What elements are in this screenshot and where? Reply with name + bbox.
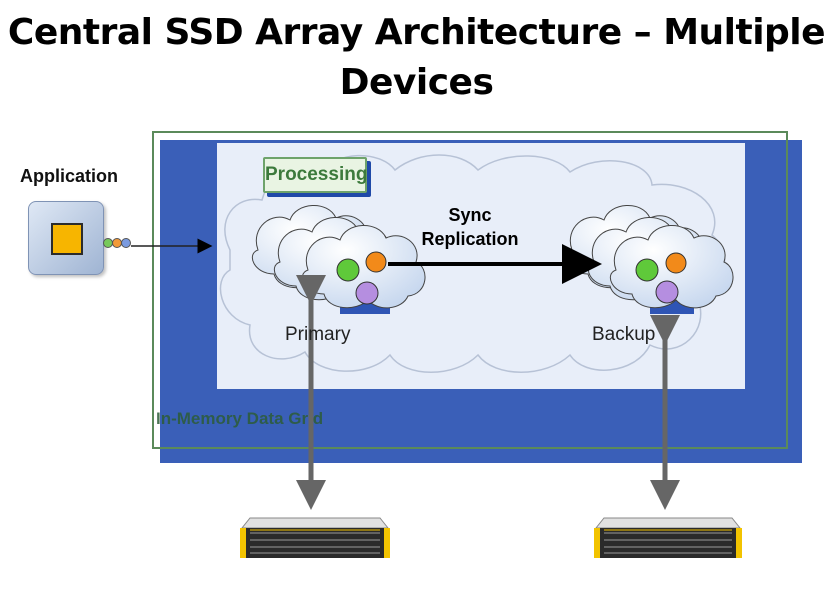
app-dot-blue-icon xyxy=(121,238,131,248)
processing-box: Processing xyxy=(263,157,367,193)
ssd-array-backup-icon xyxy=(594,517,742,558)
backup-cloud-group xyxy=(566,205,734,314)
sync-label-line2: Replication xyxy=(421,229,519,249)
application-square-icon xyxy=(51,223,83,255)
primary-label: Primary xyxy=(285,324,351,345)
application-icon[interactable] xyxy=(28,201,104,275)
ssd-array-primary-icon xyxy=(240,517,390,558)
backup-label: Backup xyxy=(592,324,656,345)
backup-purple-ball-icon xyxy=(655,280,679,304)
sync-replication-label: Sync Replication xyxy=(410,203,530,251)
primary-purple-ball-icon xyxy=(355,281,379,305)
backup-green-ball-icon xyxy=(635,258,659,282)
grid-label: In-Memory Data Grid xyxy=(156,409,324,428)
application-label: Application xyxy=(20,166,118,186)
primary-orange-ball-icon xyxy=(365,251,387,273)
primary-green-ball-icon xyxy=(336,258,360,282)
data-grid-border xyxy=(152,131,788,449)
primary-cloud-group xyxy=(252,205,426,314)
primary-cloud-front xyxy=(302,225,426,309)
sync-label-line1: Sync xyxy=(448,205,492,225)
slide-title: Central SSD Array Architecture – Multipl… xyxy=(7,12,826,103)
backup-orange-ball-icon xyxy=(665,252,687,274)
